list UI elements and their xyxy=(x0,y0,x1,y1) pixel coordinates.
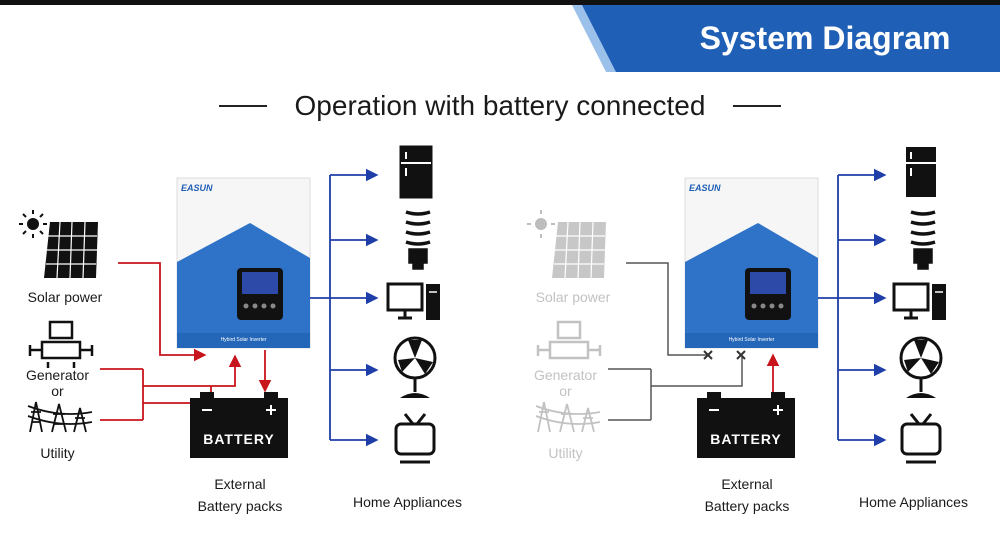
left-inverter xyxy=(176,177,311,349)
fridge-icon-right xyxy=(906,147,936,197)
header-banner xyxy=(572,5,1000,72)
right-cutoff-x-marks xyxy=(703,350,746,360)
right-battery-icon xyxy=(697,392,795,458)
right-inverter-model: Hybird Solar Inverter xyxy=(728,337,775,343)
right-ac-output-lines xyxy=(818,168,887,447)
fan-icon-right xyxy=(899,336,943,398)
fan-icon xyxy=(393,336,437,398)
solar-panel-icon-inactive xyxy=(527,210,606,279)
computer-icon-right xyxy=(892,282,946,320)
left-inverter-brand: EASUN xyxy=(181,183,213,193)
left-appliances-caption: Home Appliances xyxy=(353,494,462,510)
subtitle-text: Operation with battery connected xyxy=(294,90,706,121)
left-battery-caption-1: External xyxy=(214,476,266,492)
left-inverter-model: Hybird Solar Inverter xyxy=(220,337,267,343)
right-solar-label: Solar power xyxy=(535,289,611,305)
generator-icon-inactive xyxy=(536,320,602,360)
tv-icon-right xyxy=(900,413,942,464)
left-battery-label: BATTERY xyxy=(203,431,275,447)
right-generator-label: Generator xyxy=(533,367,598,383)
top-border xyxy=(0,0,1000,5)
subtitle: Operation with battery connected xyxy=(0,90,1000,122)
left-solar-line xyxy=(118,262,207,362)
solar-panel-icon xyxy=(19,210,98,279)
right-or-label: or xyxy=(559,383,572,399)
right-appliances-caption: Home Appliances xyxy=(859,494,968,510)
right-battery-caption-1: External xyxy=(721,476,773,492)
left-utility-label: Utility xyxy=(40,445,75,461)
left-generator-label: Generator xyxy=(25,367,90,383)
utility-tower-icon-inactive xyxy=(535,401,601,433)
left-solar-label: Solar power xyxy=(27,289,103,305)
left-battery-caption-2: Battery packs xyxy=(197,498,283,514)
subtitle-rule-left xyxy=(218,105,267,107)
computer-icon xyxy=(386,282,440,320)
right-inverter xyxy=(684,177,819,349)
page-title: System Diagram xyxy=(699,20,951,56)
tv-icon xyxy=(394,413,436,464)
right-battery-caption-2: Battery packs xyxy=(704,498,790,514)
utility-tower-icon xyxy=(27,401,93,433)
left-or-label: or xyxy=(51,383,64,399)
right-inverter-brand: EASUN xyxy=(689,183,721,193)
right-battery-label: BATTERY xyxy=(710,431,782,447)
generator-icon xyxy=(28,320,94,368)
bulb-icon-right xyxy=(910,210,936,270)
right-inactive-input-lines xyxy=(608,262,743,421)
left-ac-output-lines xyxy=(310,168,379,447)
bulb-icon xyxy=(405,210,431,270)
right-utility-label: Utility xyxy=(548,445,583,461)
fridge-icon xyxy=(399,145,433,199)
subtitle-rule-right xyxy=(733,105,782,107)
left-battery-icon xyxy=(190,392,288,458)
